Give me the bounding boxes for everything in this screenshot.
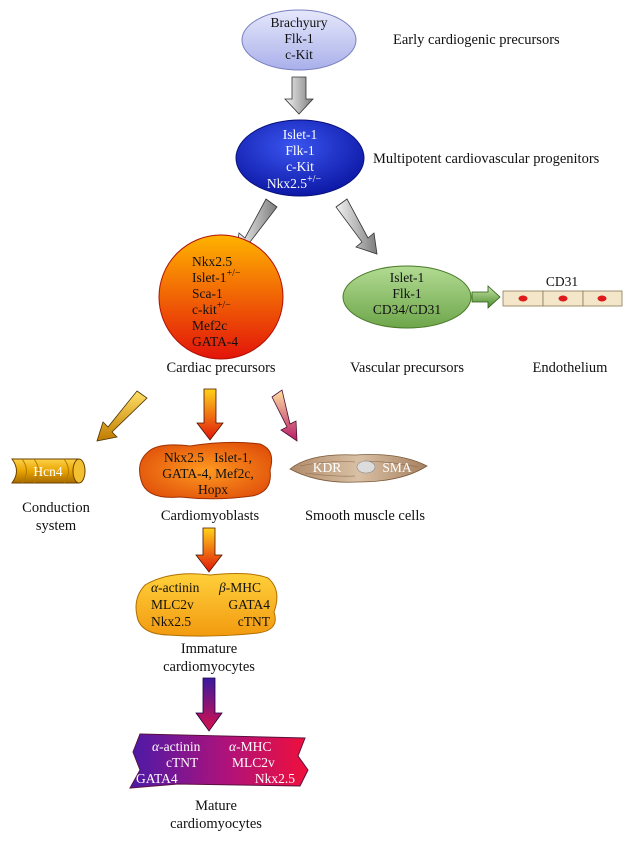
mature-marker-alpha-actinin: α-actinin: [152, 739, 201, 754]
conduction-cell: Hcn4: [11, 458, 86, 484]
endothelium-nucleus: [558, 295, 568, 302]
immature-marker-mlc2v: MLC2v: [151, 597, 194, 612]
smooth-marker-sma: SMA: [382, 460, 412, 475]
cardiac-marker-nkx25: Nkx2.5: [192, 254, 232, 269]
immature-marker-nkx25: Nkx2.5: [151, 614, 191, 629]
conduction-label-line2: system: [36, 518, 77, 534]
vascular-precursor-label: Vascular precursors: [350, 360, 464, 376]
multipotent-progenitor-label: Multipotent cardiovascular progenitors: [373, 151, 600, 167]
mature-marker-nkx25: Nkx2.5: [255, 771, 295, 786]
cardiac-marker-mef2c: Mef2c: [192, 318, 227, 333]
conduction-marker-hcn4: Hcn4: [33, 464, 62, 479]
early-marker-brachyury: Brachyury: [271, 15, 328, 30]
cardiomyoblast-markers-line2: GATA-4, Mef2c,: [162, 466, 254, 481]
mature-marker-gata4: GATA4: [136, 771, 178, 786]
nkx-superscript: +/−: [307, 174, 321, 185]
smooth-muscle-nucleus: [356, 460, 376, 474]
arrow-cardiac-to-cardiomyoblasts: [196, 388, 224, 441]
arrow-cardiac-to-conduction: [96, 390, 148, 442]
conduction-label-line1: Conduction: [22, 500, 90, 516]
arrow-vascular-to-endothelium: [471, 285, 501, 309]
multipotent-marker-nkx25: Nkx2.5+/−: [267, 174, 322, 191]
endothelium-nucleus: [518, 295, 528, 302]
cardiomyoblasts-label: Cardiomyoblasts: [161, 508, 260, 524]
immature-label-line1: Immature: [181, 641, 237, 657]
arrow-multipotent-to-vascular: [335, 198, 378, 255]
arrow-early-to-multipotent: [284, 76, 314, 115]
cardiac-marker-ckit: c-kit+/−: [192, 300, 231, 317]
smooth-marker-kdr: KDR: [313, 460, 342, 475]
cardiac-marker-islet1: Islet-1+/−: [192, 268, 241, 285]
mature-label-line1: Mature: [195, 798, 237, 814]
multipotent-progenitor-node: Islet-1 Flk-1 c-Kit Nkx2.5+/−: [235, 119, 365, 197]
mature-marker-ctnt: cTNT: [166, 755, 199, 770]
smooth-muscle-cell: KDR SMA: [289, 454, 428, 483]
mature-label-line2: cardiomyocytes: [170, 816, 262, 832]
arrow-cardiomyoblast-to-immature: [195, 527, 223, 573]
immature-cardiomyocyte-cell: α-actinin β-MHC MLC2v GATA4 Nkx2.5 cTNT: [135, 573, 278, 637]
cardiac-marker-sca1: Sca-1: [192, 286, 223, 301]
mature-marker-mlc2v: MLC2v: [232, 755, 275, 770]
early-precursor-label: Early cardiogenic precursors: [393, 32, 560, 48]
cardiac-marker-gata4: GATA-4: [192, 334, 238, 349]
cardiac-precursor-label: Cardiac precursors: [166, 360, 275, 376]
immature-marker-ctnt: cTNT: [238, 614, 271, 629]
cardiomyoblast-cell: Nkx2.5 Islet-1, GATA-4, Mef2c, Hopx: [139, 441, 273, 500]
endothelium-cells: [502, 290, 623, 307]
vascular-marker-flk1: Flk-1: [392, 286, 421, 301]
multipotent-marker-islet1: Islet-1: [283, 127, 318, 142]
mature-cardiomyocyte-cell: α-actinin α-MHC cTNT MLC2v GATA4 Nkx2.5: [129, 733, 309, 789]
cardiomyoblast-markers-line1: Nkx2.5 Islet-1,: [164, 450, 252, 465]
endothelium-label: Endothelium: [533, 360, 609, 376]
cardiac-precursor-node: Nkx2.5 Islet-1+/− Sca-1 c-kit+/− Mef2c G…: [158, 234, 284, 360]
immature-marker-alpha-actinin: α-actinin: [151, 580, 200, 595]
multipotent-marker-flk1: Flk-1: [285, 143, 314, 158]
vascular-marker-cd34cd31: CD34/CD31: [373, 302, 441, 317]
early-precursor-node: Brachyury Flk-1 c-Kit: [241, 9, 357, 71]
mature-marker-alpha-mhc: α-MHC: [229, 739, 271, 754]
immature-label-line2: cardiomyocytes: [163, 659, 255, 675]
immature-marker-beta-mhc: β-MHC: [218, 580, 261, 595]
vascular-precursor-node: Islet-1 Flk-1 CD34/CD31: [342, 265, 472, 329]
endothelium-marker-cd31: CD31: [546, 274, 578, 289]
early-marker-flk1: Flk-1: [284, 31, 313, 46]
vascular-marker-islet1: Islet-1: [390, 270, 425, 285]
multipotent-marker-ckit: c-Kit: [286, 159, 314, 174]
smooth-muscle-label: Smooth muscle cells: [305, 508, 425, 524]
immature-marker-gata4: GATA4: [228, 597, 270, 612]
early-marker-ckit: c-Kit: [285, 47, 313, 62]
arrow-immature-to-mature: [195, 677, 223, 732]
arrow-cardiac-to-smooth-muscle: [271, 389, 298, 442]
endothelium-nucleus: [597, 295, 607, 302]
cardiomyoblast-markers-line3: Hopx: [198, 482, 228, 497]
